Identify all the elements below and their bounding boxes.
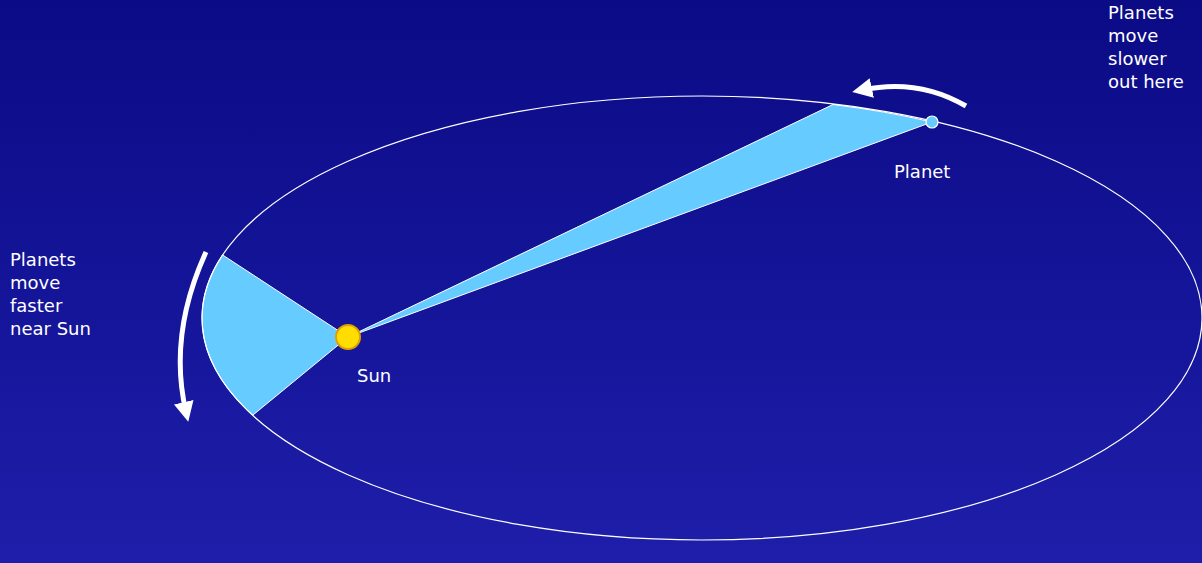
callout-note: Planets move faster near Sun [10, 248, 100, 340]
callout-note: Planets move slower out here [1108, 1, 1196, 93]
swept-area [348, 105, 932, 338]
sun-label: Sun [357, 364, 391, 387]
sun-symbol [336, 325, 360, 349]
orbit-ellipse [202, 96, 1202, 540]
planet-label: Planet [894, 160, 950, 183]
planet-symbol [926, 116, 938, 128]
motion-arrow [180, 252, 206, 412]
motion-arrow [862, 86, 966, 106]
swept-area [202, 255, 348, 415]
